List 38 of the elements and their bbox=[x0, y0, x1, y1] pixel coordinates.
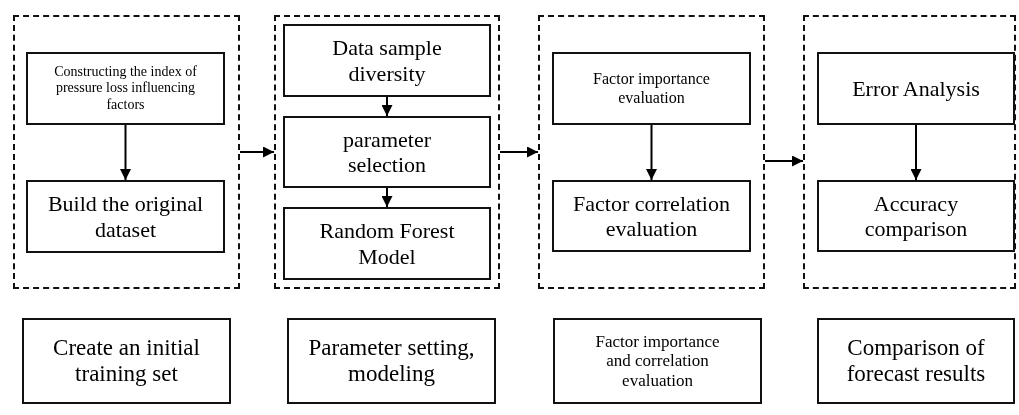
process-box bbox=[817, 180, 1015, 252]
process-box bbox=[283, 24, 491, 97]
box-label: Comparison of forecast results bbox=[845, 334, 987, 388]
box-label: Parameter setting, modeling bbox=[307, 334, 476, 388]
dashed-group-frame bbox=[13, 15, 240, 289]
process-box bbox=[553, 318, 762, 404]
arrow bbox=[646, 124, 657, 181]
box-label: Build the original dataset bbox=[46, 191, 205, 242]
box-label: Factor importance and correlation evaluation bbox=[594, 331, 721, 391]
box-label: Data sample diversity bbox=[331, 35, 443, 86]
dashed-group-frame bbox=[538, 15, 765, 289]
arrow bbox=[239, 146, 275, 158]
dashed-group-frame bbox=[274, 15, 500, 289]
box-label: Random Forest Model bbox=[318, 218, 456, 269]
process-box bbox=[26, 180, 225, 253]
arrow bbox=[910, 124, 922, 181]
box-label: Create an initial training set bbox=[52, 334, 201, 388]
box-label: Factor correlation evaluation bbox=[572, 190, 731, 242]
process-box bbox=[26, 52, 225, 125]
box-label: Constructing the index of pressure loss influencing factors bbox=[53, 64, 198, 113]
process-box bbox=[817, 318, 1015, 404]
arrow bbox=[764, 155, 804, 167]
process-box bbox=[817, 52, 1015, 125]
arrow bbox=[499, 146, 539, 158]
dashed-group-frame bbox=[803, 15, 1016, 289]
process-box bbox=[22, 318, 231, 404]
arrow bbox=[381, 96, 393, 117]
box-label: Factor importance evaluation bbox=[592, 70, 711, 107]
arrow bbox=[120, 124, 131, 181]
box-label: parameter selection bbox=[342, 126, 432, 178]
process-box bbox=[283, 116, 491, 188]
process-box bbox=[283, 207, 491, 280]
box-label: Accuracy comparison bbox=[863, 190, 969, 242]
process-box bbox=[552, 180, 751, 252]
process-box bbox=[287, 318, 496, 404]
box-label: Error Analysis bbox=[852, 75, 980, 102]
arrow bbox=[381, 187, 393, 208]
process-box bbox=[552, 52, 751, 125]
